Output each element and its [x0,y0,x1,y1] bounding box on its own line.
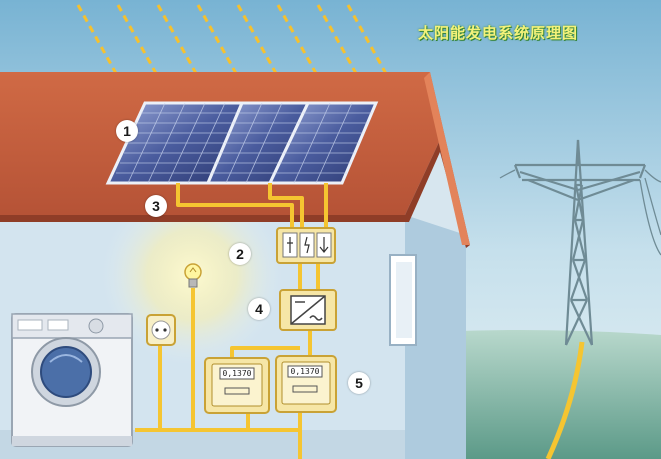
inverter [279,289,337,331]
power-pylon [499,139,661,346]
callout-4: 4 [248,298,270,320]
grid-feed-wire [545,341,585,459]
roof-eave [0,140,470,248]
electricity-meter-2: 0,1370 [275,355,337,413]
electricity-meter-1: 0,1370 [204,357,270,414]
callout-1: 1 [116,120,138,142]
callout-5: 5 [348,372,370,394]
callout-3: 3 [145,195,167,217]
wiring [135,183,328,459]
callout-2: 2 [229,243,251,265]
wall-socket-icon [146,314,176,346]
washing-machine-icon [11,313,133,447]
junction-box [276,227,336,264]
meter-2-reading: 0,1370 [291,367,320,376]
diagram-title: 太阳能发电系统原理图 [418,24,579,42]
house-gable [405,140,466,235]
solar-panels [105,101,379,185]
solar-panel-3 [267,101,379,185]
light-bulb-icon [184,263,202,288]
house-window [389,254,417,346]
roof-edge-highlight [424,72,470,245]
meter-1-reading: 0,1370 [223,369,252,378]
